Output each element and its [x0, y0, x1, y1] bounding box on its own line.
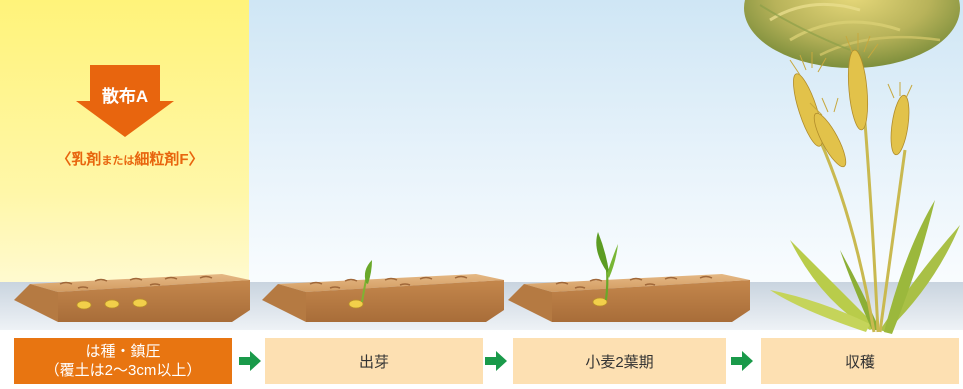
application-period-highlight [0, 0, 249, 320]
step-harvest-label: 収穫 [844, 353, 875, 371]
seed-icon [76, 300, 92, 310]
step-two-leaf-label: 小麦2葉期 [585, 353, 654, 371]
sprout-icon [364, 260, 372, 284]
seed-icon [132, 298, 148, 308]
seed-icon [104, 299, 120, 309]
seed-icon [348, 299, 364, 309]
soil-block-sowing [14, 274, 250, 322]
arrow-label: 散布A [101, 87, 149, 106]
leaf-icon [596, 232, 609, 272]
step-sowing-line1: は種・鎮圧 [85, 343, 161, 360]
note-emulsion: 乳剤 [71, 151, 102, 168]
wheat-photo [744, 0, 960, 68]
wheat-ear-icon [793, 49, 910, 168]
application-arrow: 散布A [76, 65, 174, 137]
step-sowing: は種・鎮圧 （覆土は2～3cm以上） [14, 338, 232, 384]
note-granule: 細粒剤F [134, 151, 189, 168]
mature-wheat-plant [770, 33, 960, 334]
step-sowing-line2: （覆土は2～3cm以上） [44, 362, 202, 379]
soil-block-emergence [262, 260, 504, 322]
leaf-icon [607, 244, 618, 278]
step-emergence-label: 出芽 [358, 353, 389, 371]
note-or: または [101, 155, 135, 167]
arrow-right-icon [239, 351, 261, 371]
arrow-right-icon [731, 351, 753, 371]
seed-icon [592, 297, 608, 307]
step-harvest: 収穫 [761, 338, 959, 384]
note-bracket-close: 〉 [188, 151, 204, 168]
step-two-leaf: 小麦2葉期 [513, 338, 726, 384]
down-arrow-icon [76, 65, 174, 137]
application-note: 〈乳剤または細粒剤F〉 [40, 148, 220, 169]
step-bar: は種・鎮圧 （覆土は2～3cm以上） 出芽 小麦2葉期 収穫 [0, 338, 963, 384]
arrow-right-icon [485, 351, 507, 371]
step-emergence: 出芽 [265, 338, 483, 384]
soil-block-two-leaf [508, 232, 750, 322]
note-bracket-open: 〈 [56, 151, 72, 168]
awns [789, 33, 913, 116]
